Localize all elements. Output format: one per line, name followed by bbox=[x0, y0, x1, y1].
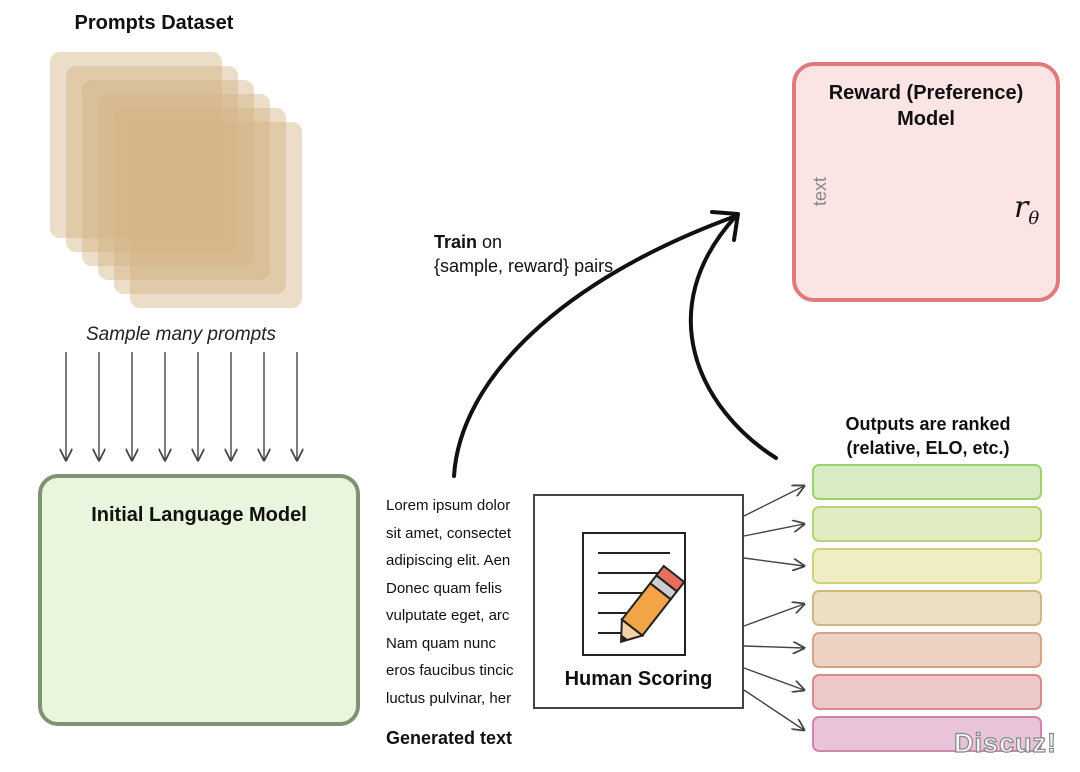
reward-model-box: Reward (Preference) Model text rθ bbox=[792, 62, 1060, 302]
prompt-sheet bbox=[114, 108, 286, 294]
rank-arrow bbox=[743, 524, 804, 537]
ranked-output-bar bbox=[812, 674, 1042, 710]
generated-text-block: Lorem ipsum dolor sit amet, consectet ad… bbox=[386, 492, 546, 712]
prompt-sheet bbox=[82, 80, 254, 266]
rank-arrow bbox=[743, 667, 804, 690]
sample-arrows bbox=[66, 352, 297, 460]
outputs-ranked-title: Outputs are ranked (relative, ELO, etc.) bbox=[810, 412, 1046, 460]
train-pairs: {sample, reward} pairs bbox=[434, 256, 614, 276]
watermark: Discuz! bbox=[953, 727, 1058, 758]
generated-line: vulputate eget, arc bbox=[386, 607, 510, 624]
generated-line: adipiscing elit. Aen bbox=[386, 552, 511, 569]
rank-arrow bbox=[743, 557, 804, 566]
sample-prompts-label: Sample many prompts bbox=[85, 324, 277, 345]
reward-model-title-line1: Reward (Preference) bbox=[828, 82, 1024, 104]
train-rest: on bbox=[477, 232, 503, 252]
prompt-sheet bbox=[130, 122, 302, 308]
reward-model-input-label: text bbox=[810, 176, 830, 206]
language-model-title: Initial Language Model bbox=[91, 504, 307, 526]
ranked-output-bar bbox=[812, 548, 1042, 584]
train-arrow bbox=[452, 210, 778, 478]
rank-arrow bbox=[743, 604, 804, 627]
generated-line: sit amet, consectet bbox=[386, 524, 512, 542]
train-label: Train on {sample, reward} pairs bbox=[434, 230, 613, 278]
human-scoring-box: Human Scoring bbox=[533, 494, 744, 709]
reward-model-title: Reward (Preference) Model bbox=[796, 80, 1056, 132]
prompt-sheet bbox=[66, 66, 238, 252]
rank-arrow bbox=[743, 486, 804, 517]
train-curve-left bbox=[452, 214, 738, 478]
ranked-output-bar bbox=[812, 716, 1042, 752]
generated-text-label: Generated text bbox=[386, 728, 513, 748]
ranked-output-bar bbox=[812, 632, 1042, 668]
ranked-title-line2: (relative, ELO, etc.) bbox=[846, 438, 1010, 458]
reward-output-symbol: rθ bbox=[1014, 190, 1040, 229]
generated-line: Nam quam nunc bbox=[386, 634, 497, 652]
ranking-arrows bbox=[743, 486, 804, 730]
prompt-sheet bbox=[50, 52, 222, 238]
reward-model-title-line2: Model bbox=[897, 108, 955, 130]
ranked-output-bar bbox=[812, 506, 1042, 542]
generated-line: luctus pulvinar, her bbox=[386, 689, 512, 707]
ranked-output-bar bbox=[812, 464, 1042, 500]
pencil-icon bbox=[620, 564, 686, 644]
human-scoring-label: Human Scoring bbox=[564, 668, 713, 690]
train-curve-right bbox=[688, 214, 778, 460]
prompts-dataset-title: Prompts Dataset bbox=[74, 12, 234, 34]
initial-language-model-box: Initial Language Model bbox=[38, 474, 360, 726]
document-pencil-icon bbox=[582, 532, 686, 656]
train-arrowhead bbox=[710, 210, 740, 242]
generated-line: Donec quam felis bbox=[386, 579, 502, 597]
prompt-sheet bbox=[98, 94, 270, 280]
train-bold: Train bbox=[434, 232, 478, 252]
ranked-output-bar bbox=[812, 590, 1042, 626]
generated-line: eros faucibus tincic bbox=[386, 662, 514, 679]
rank-arrow bbox=[743, 646, 804, 648]
ranked-title-line1: Outputs are ranked bbox=[845, 414, 1011, 434]
rank-arrow bbox=[743, 689, 804, 730]
generated-line: Lorem ipsum dolor bbox=[386, 497, 511, 514]
